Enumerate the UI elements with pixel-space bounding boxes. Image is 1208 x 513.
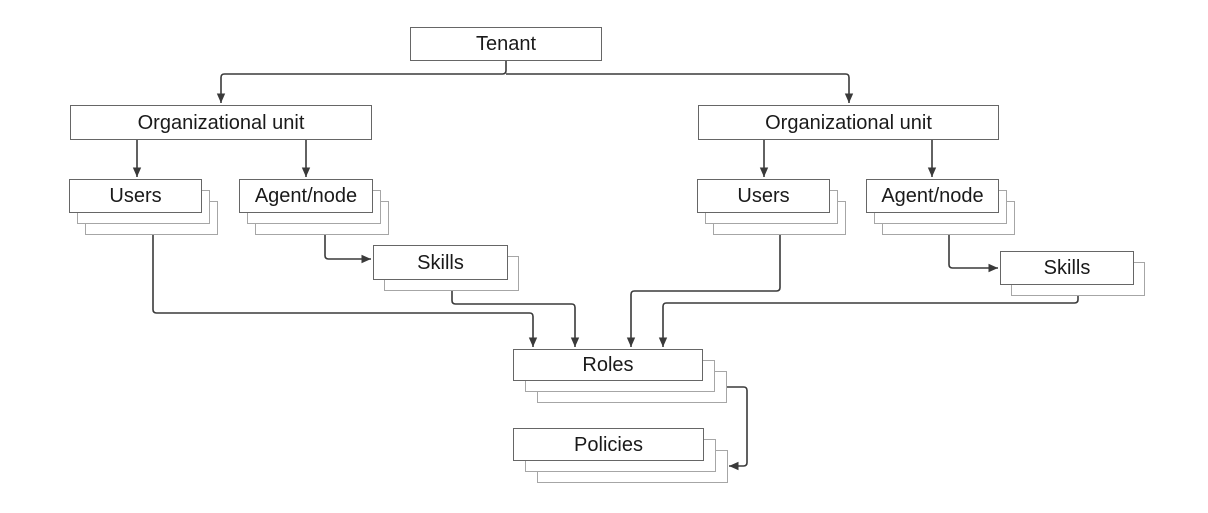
edge-tenant-to-org-unit-left: [216, 61, 507, 103]
node-tenant-label: Tenant: [410, 27, 602, 61]
node-skills-right-label: Skills: [1000, 251, 1134, 285]
edge-roles-to-policies: [727, 386, 748, 471]
node-agent-node-left-label: Agent/node: [239, 179, 373, 213]
edge-users-right-to-roles: [626, 235, 781, 347]
edge-tenant-to-org-unit-right: [506, 73, 854, 103]
node-org-unit-left-label: Organizational unit: [70, 105, 372, 140]
node-agent-node-right: Agent/node: [866, 179, 1015, 235]
node-users-right-label: Users: [697, 179, 830, 213]
node-tenant: Tenant: [410, 27, 602, 61]
node-skills-right: Skills: [1000, 251, 1145, 296]
edge-agent-node-left-to-skills-left: [324, 235, 371, 264]
node-org-unit-left: Organizational unit: [70, 105, 372, 140]
node-org-unit-right: Organizational unit: [698, 105, 999, 140]
edge-agent-node-right-to-skills-right: [948, 235, 998, 273]
node-roles-label: Roles: [513, 349, 703, 381]
node-agent-node-left: Agent/node: [239, 179, 389, 235]
edge-users-left-to-roles: [152, 235, 538, 347]
node-skills-left-label: Skills: [373, 245, 508, 280]
node-policies: Policies: [513, 428, 728, 483]
node-users-right: Users: [697, 179, 846, 235]
node-agent-node-right-label: Agent/node: [866, 179, 999, 213]
node-users-left-label: Users: [69, 179, 202, 213]
node-org-unit-right-label: Organizational unit: [698, 105, 999, 140]
node-policies-label: Policies: [513, 428, 704, 461]
node-roles: Roles: [513, 349, 727, 403]
edge-skills-left-to-roles: [451, 291, 580, 347]
node-skills-left: Skills: [373, 245, 519, 291]
node-users-left: Users: [69, 179, 218, 235]
edge-skills-right-to-roles: [658, 296, 1079, 347]
